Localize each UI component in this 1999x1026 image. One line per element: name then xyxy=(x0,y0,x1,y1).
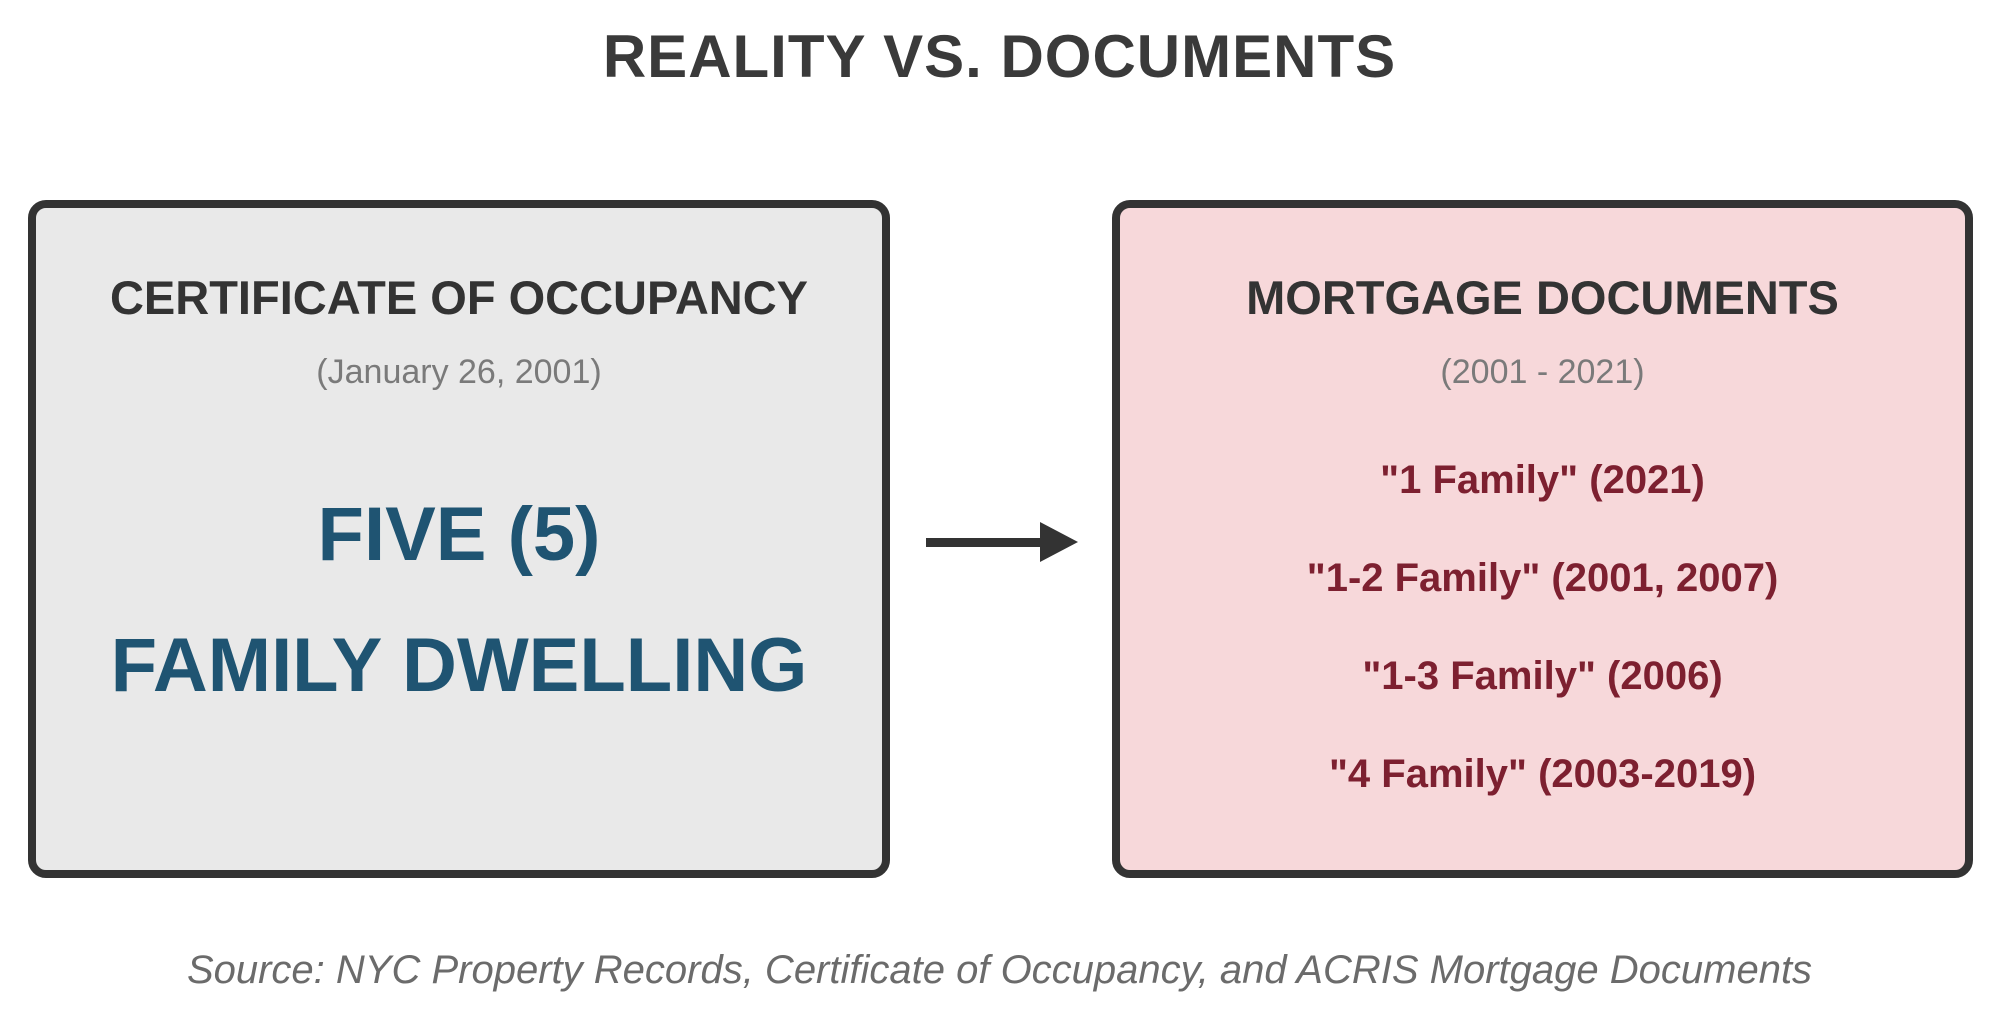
arrow-shaft xyxy=(926,538,1046,547)
certificate-dwelling-line2: FAMILY DWELLING xyxy=(110,622,808,708)
mortgage-item-4-family: "4 Family" (2003-2019) xyxy=(1328,752,1757,796)
certificate-box-date: (January 26, 2001) xyxy=(316,353,602,391)
certificate-of-occupancy-box: CERTIFICATE OF OCCUPANCY (January 26, 20… xyxy=(28,200,890,878)
mortgage-item-1-2-family: "1-2 Family" (2001, 2007) xyxy=(1306,556,1779,600)
mortgage-item-1-family: "1 Family" (2021) xyxy=(1380,458,1705,502)
source-citation: Source: NYC Property Records, Certificat… xyxy=(186,948,1813,992)
page-title: REALITY VS. DOCUMENTS xyxy=(602,23,1397,90)
mortgage-documents-box: MORTGAGE DOCUMENTS (2001 - 2021) "1 Fami… xyxy=(1112,200,1973,878)
certificate-box-heading: CERTIFICATE OF OCCUPANCY xyxy=(109,271,809,324)
certificate-dwelling-text: FIVE (5) FAMILY DWELLING xyxy=(36,470,882,731)
mortgage-items-list: "1 Family" (2021) "1-2 Family" (2001, 20… xyxy=(1120,458,1965,797)
mortgage-box-heading: MORTGAGE DOCUMENTS xyxy=(1246,271,1839,324)
certificate-dwelling-line1: FIVE (5) xyxy=(317,492,601,577)
mortgage-item-1-3-family: "1-3 Family" (2006) xyxy=(1362,654,1723,698)
arrow-right-icon xyxy=(926,522,1078,562)
arrow-head xyxy=(1040,522,1078,562)
mortgage-box-date-range: (2001 - 2021) xyxy=(1440,353,1645,391)
